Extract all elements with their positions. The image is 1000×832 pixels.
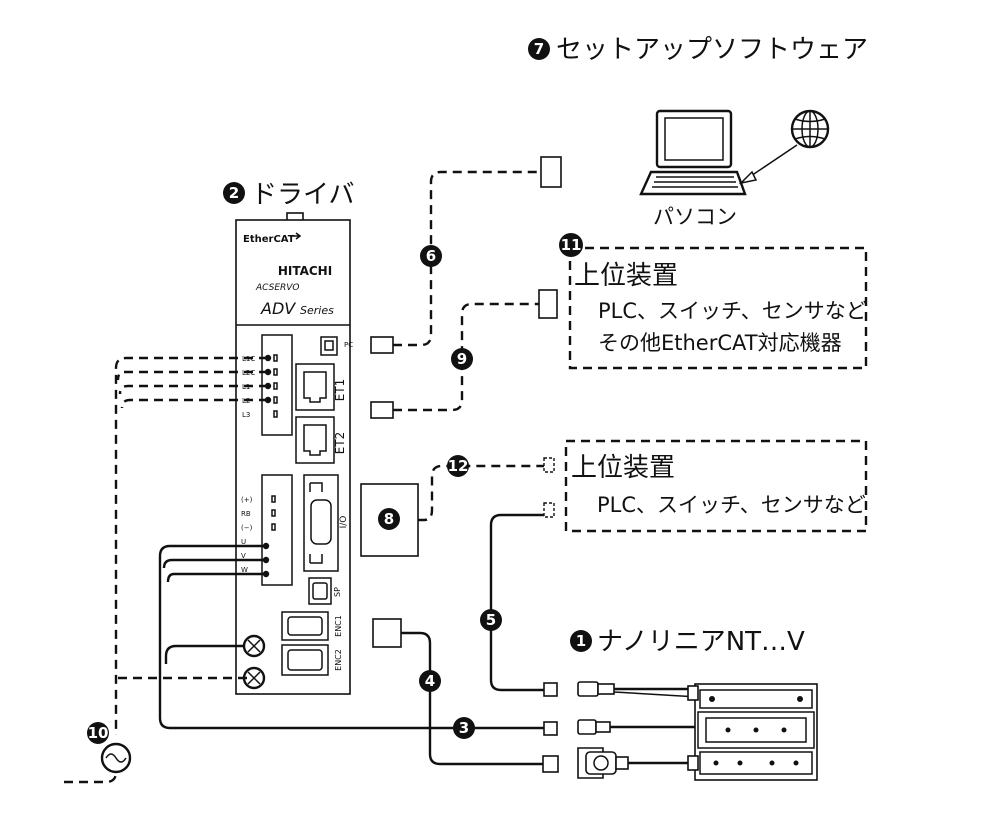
cable-end-connectors (542, 682, 559, 773)
upper-device-2-frame (564, 439, 868, 533)
badge-8: 8 (378, 508, 400, 530)
svg-text:7: 7 (534, 40, 544, 58)
series-text: Series (300, 304, 334, 317)
svg-text:8: 8 (384, 510, 394, 528)
model-text: ADV (260, 299, 296, 318)
svg-text:5: 5 (486, 611, 496, 629)
ac-power-icon (100, 742, 132, 774)
svg-text:2: 2 (229, 184, 239, 202)
port-sp-label: SP (333, 587, 342, 597)
setup-software-text: セットアップソフトウェア (556, 35, 868, 65)
sensor-cable (489, 513, 544, 692)
svg-text:6: 6 (426, 247, 436, 265)
upper-device-1-line2: その他EtherCAT対応機器 (598, 331, 842, 355)
svg-text:V: V (241, 552, 246, 560)
badge-3: 3 (453, 717, 475, 739)
svg-text:U: U (241, 538, 246, 546)
port-et1-label: ET1 (333, 379, 347, 402)
badge-1: 1 (570, 630, 592, 652)
brand-text: HITACHI (278, 264, 332, 278)
badge-10: 10 (87, 722, 109, 744)
product-line-text: ACSERVO (255, 283, 300, 293)
pc-label: パソコン (653, 205, 737, 229)
actuator-cables (577, 681, 699, 779)
laptop-icon (639, 109, 747, 196)
io-cable (418, 464, 544, 522)
badge-6: 6 (420, 245, 442, 267)
badge-7: 7 (528, 38, 550, 60)
upper-device-1-title: 上位装置 (574, 261, 678, 291)
driver-text: ドライバ (251, 180, 354, 210)
power-wiring (64, 356, 268, 784)
svg-text:1: 1 (576, 632, 586, 650)
et1-connector (370, 401, 394, 419)
svg-text:RB: RB (241, 510, 251, 518)
port-enc1-label: ENC1 (334, 615, 343, 637)
upper-device-1-line1: PLC、スイッチ、センサなど (598, 299, 867, 323)
port-et2-label: ET2 (333, 432, 347, 455)
upper-device-1-frame (568, 246, 868, 370)
power-terminal-dots (264, 354, 278, 418)
ethercat-cable (393, 302, 539, 412)
svg-text:11: 11 (561, 236, 582, 254)
svg-text:10: 10 (88, 724, 109, 742)
badge-12: 12 (447, 455, 469, 477)
svg-text:L3: L3 (242, 411, 250, 419)
badge-2: 2 (223, 182, 245, 204)
setup-software-label: 7 セットアップソフトウェア (528, 35, 868, 65)
port-pc-label: PC (344, 341, 353, 349)
upper-device-2-io-connector (543, 457, 555, 473)
network-arrow (738, 144, 798, 185)
servo-driver: EtherCAT HITACHI ACSERVO ADV Series L1C … (235, 212, 353, 695)
encoder-cable (401, 631, 543, 766)
port-io-label: I/O (339, 516, 349, 529)
badge-11: 11 (559, 233, 583, 257)
motor-wiring (158, 544, 544, 730)
port-enc2-label: ENC2 (334, 649, 343, 671)
motor-terminal-labels: (+) RB (−) U V W (241, 496, 253, 574)
ethercat-upper-connector (538, 289, 558, 319)
nano-linear-stage (687, 683, 818, 781)
upper-device-2-sensor-connector (543, 502, 555, 518)
svg-text:4: 4 (425, 672, 435, 690)
ethercat-logo: EtherCAT (243, 234, 295, 245)
globe-icon (790, 109, 830, 149)
svg-text:3: 3 (459, 719, 469, 737)
badge-9: 9 (451, 348, 473, 370)
upper-device-2-line1: PLC、スイッチ、センサなど (597, 493, 866, 517)
upper-device-2-title: 上位装置 (571, 453, 675, 483)
svg-text:9: 9 (457, 350, 467, 368)
actuator-text: ナノリニアNT…V (597, 627, 805, 657)
svg-text:(+): (+) (241, 496, 253, 504)
pc-port-connector (370, 336, 394, 354)
svg-text:(−): (−) (241, 524, 253, 532)
pc-usb-connector (540, 156, 562, 188)
driver-label: 2 ドライバ (223, 180, 354, 210)
svg-text:W: W (241, 566, 248, 574)
svg-text:12: 12 (448, 457, 469, 475)
actuator-label: 1 ナノリニアNT…V (570, 627, 805, 657)
badge-5: 5 (480, 609, 502, 631)
pc-cable (393, 170, 541, 347)
badge-4: 4 (419, 670, 441, 692)
encoder-connector (372, 618, 402, 648)
